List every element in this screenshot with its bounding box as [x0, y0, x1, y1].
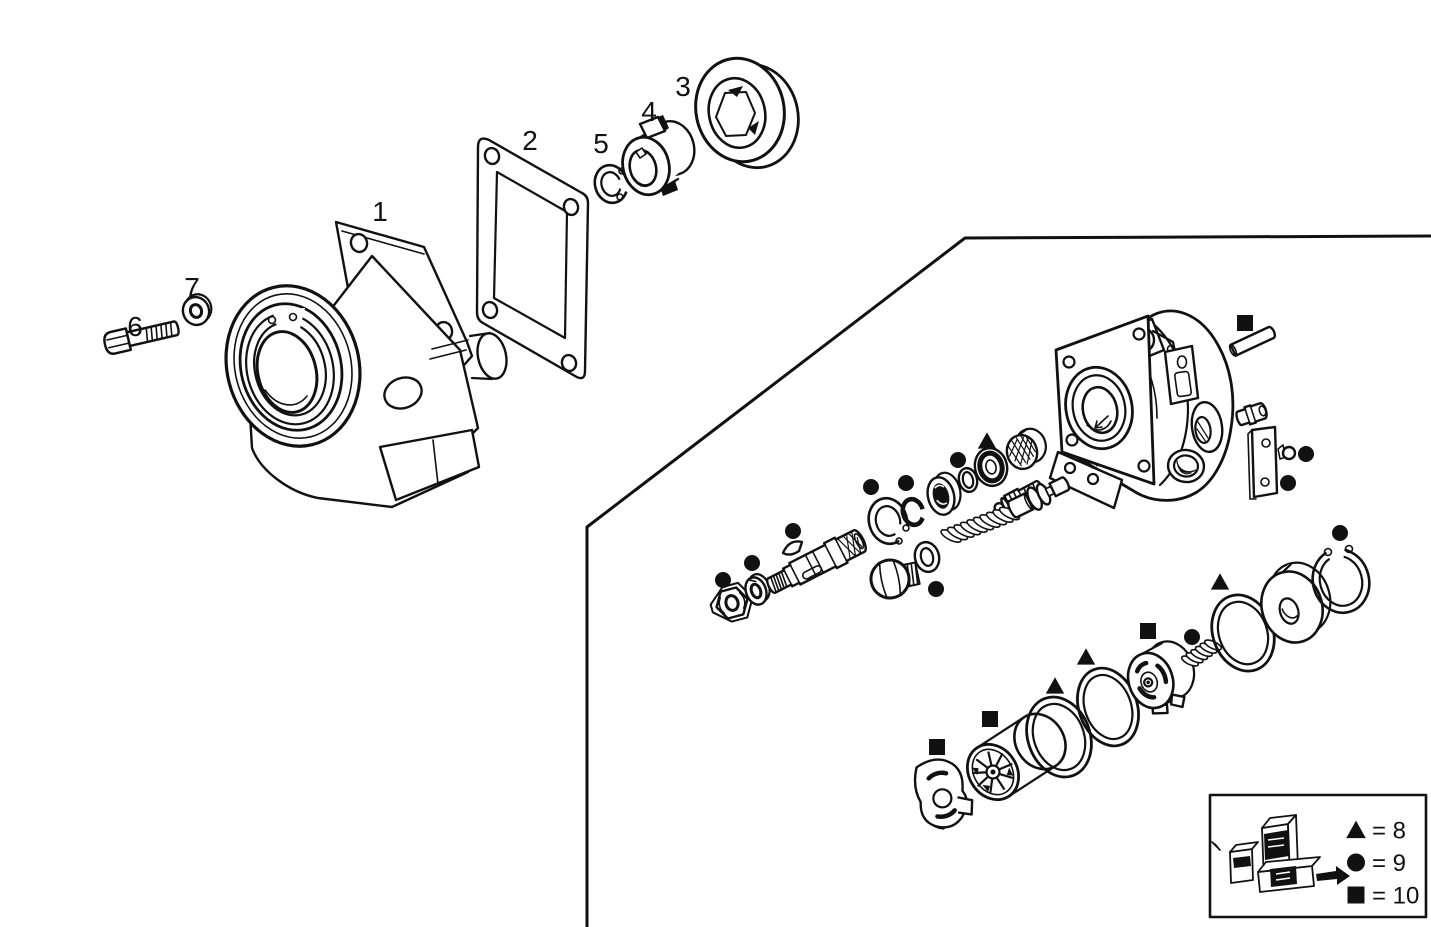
- part-label-2: 2: [522, 125, 538, 156]
- part-bearing-ring: [694, 56, 800, 170]
- housing-front-cylinder: [224, 284, 362, 448]
- check-ball-and-seat: [1277, 444, 1297, 461]
- part-label-4: 4: [641, 96, 657, 127]
- kit-marker-square: [1140, 623, 1156, 639]
- pump-foot: [1048, 450, 1124, 510]
- part-label-6: 6: [127, 311, 143, 342]
- needle-bushing: [1005, 427, 1047, 471]
- pump-assembly: [709, 309, 1371, 830]
- large-snap-ring: [1311, 536, 1371, 615]
- part-gasket: [475, 137, 590, 380]
- pump-side-bracket: [1163, 344, 1200, 406]
- thrust-disc: [1260, 561, 1332, 644]
- main-spring: [940, 506, 1021, 543]
- shaft-lock-washer: [744, 573, 771, 606]
- kit-marker-square: [1237, 315, 1253, 331]
- kit-marker-circle: [1298, 446, 1314, 462]
- shaft-snap-ring-large: [867, 496, 917, 549]
- legend-symbol-square: [1347, 886, 1365, 904]
- delivery-valve: [1007, 476, 1071, 519]
- kit-marker-circle: [863, 479, 879, 495]
- legend-parts-kits-illustration: [1211, 814, 1350, 893]
- valve-fitting: [1235, 402, 1268, 427]
- kit-marker-circle: [1184, 629, 1200, 645]
- o-ring-a: [1025, 695, 1093, 779]
- cover-plate: [913, 758, 974, 830]
- part-labels: 1 2 34 5 6 7: [127, 71, 691, 342]
- kit-marker-circle: [744, 555, 760, 571]
- shaft-snap-ring-small: [900, 496, 930, 528]
- cover-strip-plate: [1247, 425, 1279, 500]
- kit-marker-triangle: [1210, 573, 1230, 590]
- seal-washer: [913, 540, 941, 574]
- kit-marker-triangle: [977, 432, 997, 449]
- legend-symbol-circle: [1347, 853, 1365, 872]
- regulator-spring: [1180, 639, 1223, 667]
- pin: [1228, 325, 1277, 357]
- legend-entry-text: = 8: [1372, 818, 1406, 845]
- pump-bottom-port: [1166, 448, 1206, 484]
- panel-border: [585, 234, 1431, 927]
- shaft-nut: [709, 581, 753, 623]
- shaft-bearing: [973, 446, 1009, 488]
- housing-side-boss: [468, 331, 508, 381]
- kit-marker-square: [982, 711, 998, 727]
- kit-marker-circle: [715, 572, 731, 588]
- part-label-3: 3: [675, 71, 691, 102]
- part-label-7: 7: [184, 272, 200, 303]
- part-pump-housing: [224, 220, 508, 509]
- part-label-5: 5: [593, 128, 609, 159]
- kit-marker-triangle: [1076, 648, 1096, 665]
- legend-entry-text: = 10: [1372, 883, 1419, 910]
- part-washer: [181, 293, 213, 327]
- kit-marker-circle: [928, 581, 944, 597]
- pump-body: [1048, 309, 1235, 510]
- kit-marker-triangle: [1045, 677, 1065, 694]
- legend-box: = 8 = 9 = 10: [1208, 793, 1428, 919]
- kit-marker-square: [929, 739, 945, 755]
- kit-marker-circle: [1332, 525, 1348, 541]
- kit-marker-circle: [898, 475, 914, 491]
- regulator-valve-body: [1126, 640, 1196, 715]
- kit-marker-circle: [1280, 475, 1296, 491]
- pump-mounting-flange: [1054, 314, 1156, 486]
- plug-screw: [869, 558, 921, 600]
- legend-entries: = 8 = 9 = 10: [1346, 818, 1419, 910]
- shaft-bushing: [926, 471, 962, 516]
- kit-marker-circle: [950, 452, 966, 468]
- woodruff-key: [781, 540, 804, 556]
- part-hex-bolt: [103, 320, 180, 355]
- part-label-1: 1: [372, 196, 388, 227]
- shaft-spacer-ring: [957, 466, 979, 494]
- drive-shaft: [765, 529, 867, 595]
- pump-side-disc: [1190, 400, 1224, 454]
- legend-entry-text: = 9: [1372, 850, 1406, 877]
- kit-marker-circle: [785, 523, 801, 539]
- kit-markers: [715, 315, 1348, 755]
- rotor: [966, 712, 1067, 802]
- legend-symbol-triangle: [1346, 820, 1366, 839]
- part-coupling-sleeve: [621, 115, 696, 197]
